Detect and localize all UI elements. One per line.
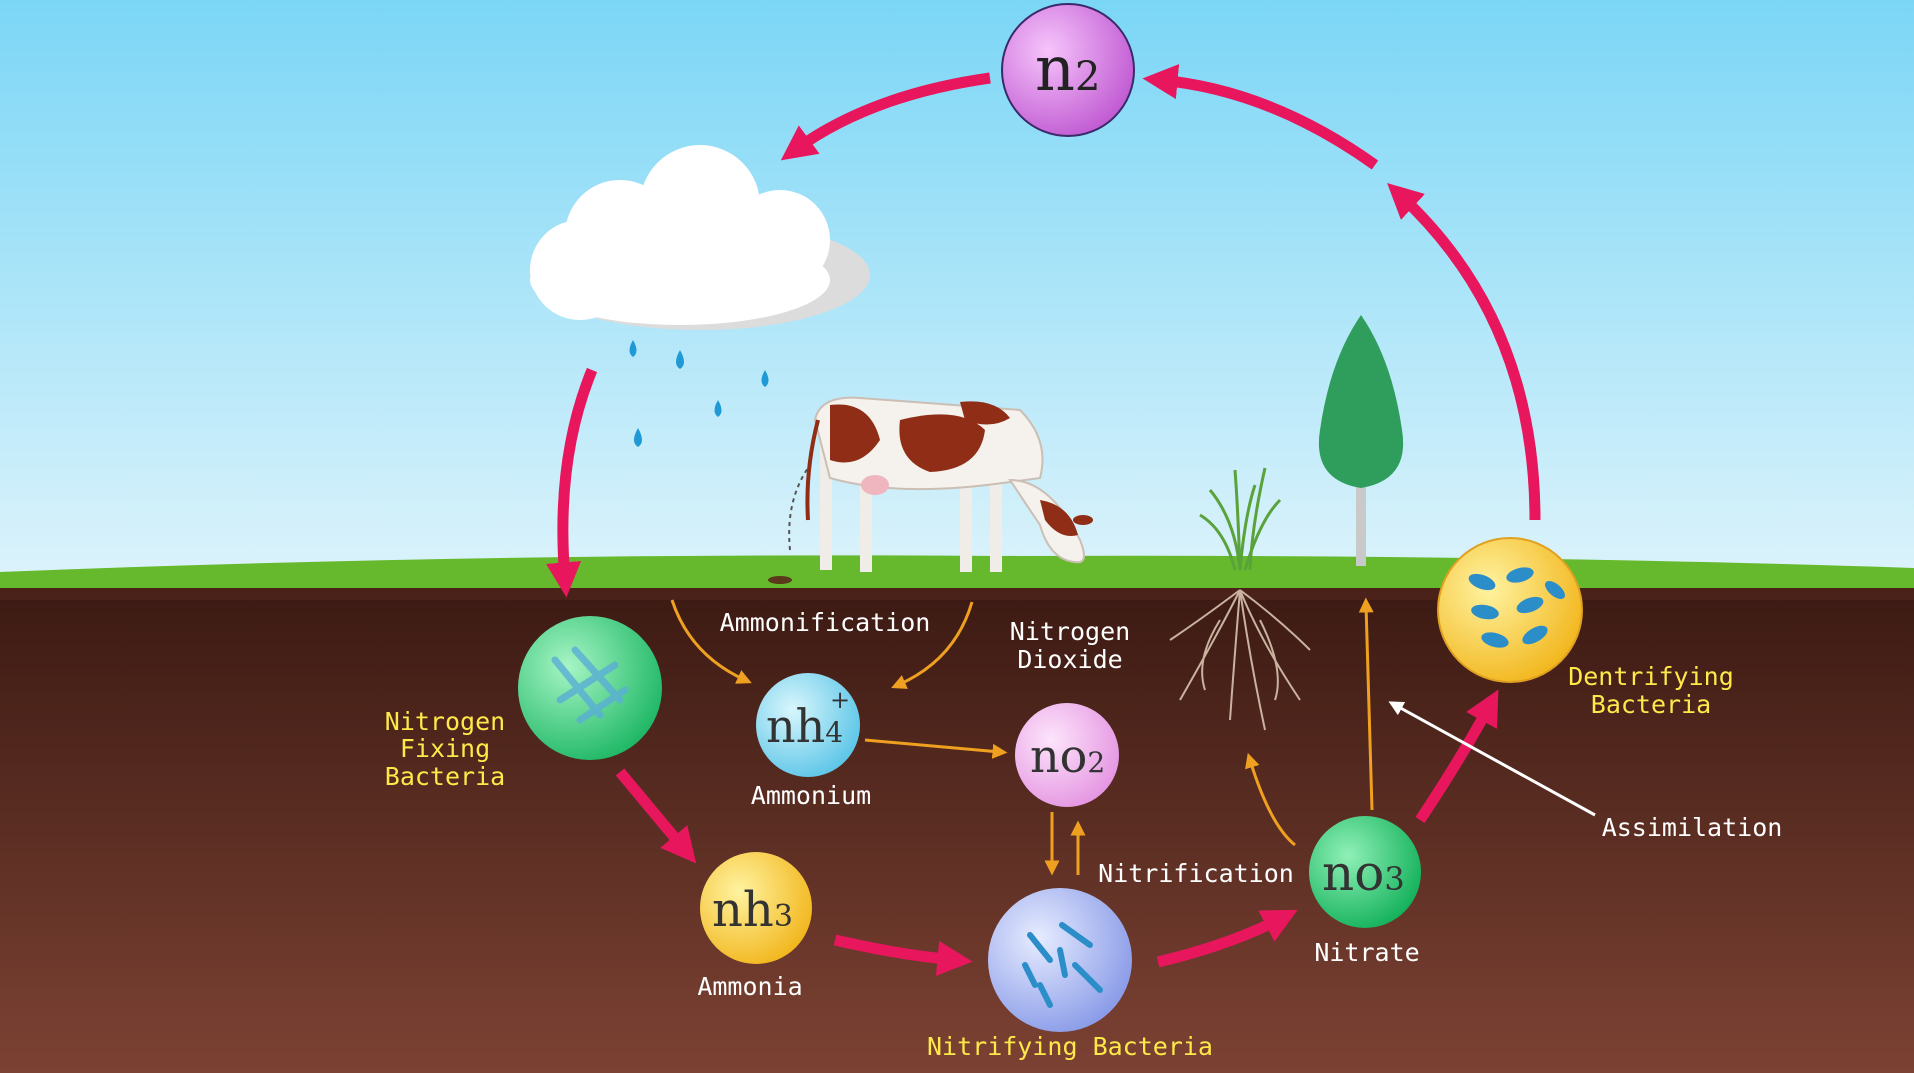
tree-icon [1318, 315, 1404, 566]
dentrifying-bacteria-icon [1437, 537, 1583, 683]
arrow-cloud-to-soil [546, 367, 598, 598]
no2-molecule: no2 [1015, 703, 1119, 807]
cloud-icon [530, 145, 870, 330]
minor-arrows [670, 597, 1374, 876]
arrow-dentrifying-to-sky [1387, 183, 1541, 521]
grass-plant-icon [1199, 467, 1282, 571]
assimilation-arrow [1388, 701, 1596, 817]
n2-molecule: n2 [1001, 3, 1135, 137]
arrow-sky-to-n2 [1142, 64, 1379, 170]
arrow-nh4-to-no2 [864, 738, 1008, 759]
no3-molecule: no3 [1309, 816, 1421, 928]
arrow-no3-to-roots [1245, 752, 1296, 847]
ammonia-label: Ammonia [697, 972, 802, 1001]
arrow-nh3-to-nitrifying [833, 934, 973, 976]
nitrifying-bacteria-label: Nitrifying Bacteria [927, 1032, 1213, 1061]
nh3-molecule: nh3 [700, 852, 812, 964]
dentrifying-bacteria-label: Dentrifying [1568, 662, 1734, 691]
svg-text:nh4: nh4 [766, 699, 843, 753]
arrow-fixing-to-nh3 [615, 768, 697, 864]
nitrification-label: Nitrification [1098, 859, 1294, 888]
ammonium-label: Ammonium [751, 781, 871, 810]
arrow-nitrifying-to-no3 [1156, 909, 1298, 968]
svg-text:no3: no3 [1322, 844, 1405, 902]
nitrogen-fixing-label: Nitrogen [385, 707, 505, 736]
svg-text:nh3: nh3 [712, 882, 793, 938]
arrow-no3-to-tree [1358, 597, 1374, 811]
svg-text:no2: no2 [1030, 729, 1105, 783]
arrow-no3-to-dentrifying [1415, 689, 1499, 824]
roots-icon [1169, 589, 1311, 731]
dentrifying-bacteria-label-2: Bacteria [1591, 690, 1711, 719]
svg-text:+: + [830, 686, 850, 714]
nitrogen-dioxide-label: Nitrogen [1010, 617, 1130, 646]
raindrop-icons [629, 340, 769, 447]
assimilation-label: Assimilation [1602, 813, 1783, 842]
nitrogen-fixing-bacteria-icon [518, 616, 662, 760]
cow-icon [768, 396, 1093, 584]
svg-text:n2: n2 [1035, 32, 1100, 105]
arrow-n2-to-cloud [780, 72, 991, 161]
cycle-arrows [546, 64, 1541, 976]
nitrifying-bacteria-icon [988, 888, 1132, 1032]
nitrogen-fixing-label-2: Fixing [400, 734, 490, 763]
ammonification-label: Ammonification [720, 608, 931, 637]
grass-strip [0, 555, 1914, 590]
nitrogen-fixing-label-3: Bacteria [385, 762, 505, 791]
soil [0, 578, 1914, 1073]
arrow-ammonification-right [891, 601, 974, 689]
nh4-molecule: nh4 + [756, 673, 860, 777]
nitrate-label: Nitrate [1314, 938, 1419, 967]
nitrogen-dioxide-label-2: Dioxide [1017, 645, 1122, 674]
arrow-ammonification-left [670, 599, 752, 684]
